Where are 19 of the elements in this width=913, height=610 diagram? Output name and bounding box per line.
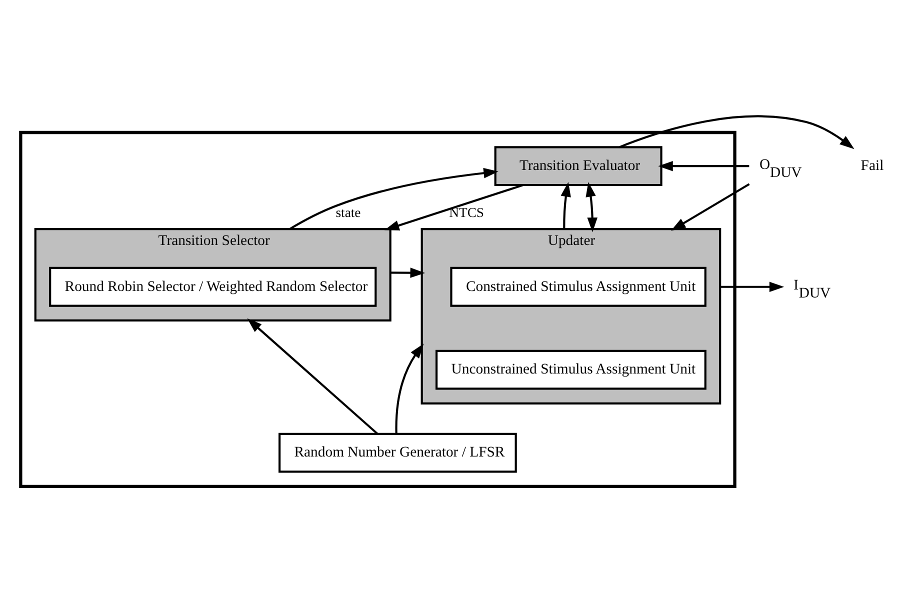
cluster bbox=[19, 130, 736, 488]
edge-label: NTCS bbox=[449, 204, 484, 220]
node-box: Transition Evaluator bbox=[494, 146, 662, 186]
node-text: Fail bbox=[860, 157, 884, 174]
edge-label: state bbox=[336, 204, 361, 220]
arrow bbox=[670, 182, 750, 230]
arrow bbox=[395, 343, 424, 434]
node-box: Constrained Stimulus Assignment Unit bbox=[450, 266, 706, 306]
arrow bbox=[560, 182, 571, 229]
arrow bbox=[586, 182, 598, 232]
arrow bbox=[289, 167, 498, 230]
arrow bbox=[658, 160, 750, 171]
arrow bbox=[720, 281, 784, 292]
arrow bbox=[247, 318, 378, 434]
node-box: Round Robin Selector / Weighted Random Selector bbox=[49, 266, 377, 306]
arrow bbox=[384, 184, 524, 230]
node-box: Random Number Generator / LFSR bbox=[278, 432, 517, 472]
arrow bbox=[390, 267, 426, 278]
node-box: Unconstrained Stimulus Assignment Unit bbox=[436, 349, 706, 390]
